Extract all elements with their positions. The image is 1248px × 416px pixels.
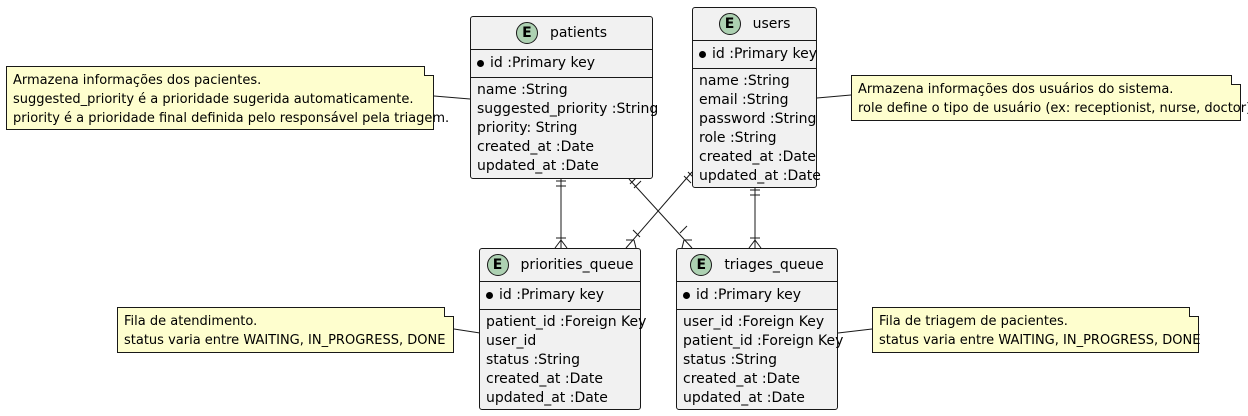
entity-name: triages_queue xyxy=(724,257,824,273)
edge-users-triages xyxy=(748,188,762,249)
entity-fields: user_id :Foreign Key patient_id :Foreign… xyxy=(677,310,844,411)
note-connector-users xyxy=(816,94,852,99)
primary-key-row: id :Primary key xyxy=(677,282,837,310)
field: name :String xyxy=(477,82,568,98)
entity-header: E patients xyxy=(471,17,652,50)
field: created_at :Date xyxy=(477,139,595,155)
note-fold-icon xyxy=(1189,307,1199,317)
entity-name: priorities_queue xyxy=(520,257,634,273)
entity-badge-icon: E xyxy=(515,22,538,44)
field: patient_id :Foreign Key xyxy=(486,314,647,330)
note-fold-icon xyxy=(444,307,454,317)
entity-badge-icon: E xyxy=(486,254,509,276)
note-line: role define o tipo de usuário (ex: recep… xyxy=(858,101,1248,116)
entity-fields: patient_id :Foreign Key user_id status :… xyxy=(480,310,647,411)
note-line: Armazena informações dos usuários do sis… xyxy=(858,82,1174,97)
field: status :String xyxy=(683,352,777,368)
entity-badge-icon: E xyxy=(718,13,741,35)
field: priority: String xyxy=(477,120,578,136)
field: created_at :Date xyxy=(683,371,801,387)
field: role :String xyxy=(699,130,777,146)
field: suggested_priority :String xyxy=(477,101,659,117)
note-line: Armazena informações dos pacientes. xyxy=(13,73,262,88)
note-connector-priorities xyxy=(453,328,481,334)
field: status :String xyxy=(486,352,580,368)
note-priorities-queue: Fila de atendimento. status varia entre … xyxy=(117,307,454,353)
note-fold-icon xyxy=(424,66,434,76)
field: email :String xyxy=(699,92,789,108)
field: name :String xyxy=(699,73,790,89)
entity-triages-queue[interactable]: E triages_queue id :Primary key user_id … xyxy=(676,248,844,411)
entity-name: users xyxy=(752,16,791,32)
note-patients: Armazena informações dos pacientes. sugg… xyxy=(6,66,450,130)
primary-key-text: id :Primary key xyxy=(712,46,817,62)
key-bullet-icon xyxy=(486,291,493,299)
field: created_at :Date xyxy=(699,149,817,165)
entity-users[interactable]: E users id :Primary key name :String ema… xyxy=(692,7,821,189)
key-bullet-icon xyxy=(699,50,706,58)
field: created_at :Date xyxy=(486,371,604,387)
note-line: priority é a prioridade final definida p… xyxy=(13,111,450,126)
entity-header: E triages_queue xyxy=(677,249,837,282)
field: updated_at :Date xyxy=(477,158,599,174)
field: password :String xyxy=(699,111,817,127)
entity-header: E priorities_queue xyxy=(480,249,640,282)
edge-patients-triages xyxy=(628,176,693,249)
edge-users-priorities xyxy=(625,171,696,249)
entity-patients[interactable]: E patients id :Primary key name :String … xyxy=(470,16,659,179)
field: patient_id :Foreign Key xyxy=(683,333,844,349)
entity-badge-icon: E xyxy=(690,254,713,276)
primary-key-text: id :Primary key xyxy=(499,287,604,303)
note-triages-queue: Fila de triagem de pacientes. status var… xyxy=(872,307,1201,353)
entity-priorities-queue[interactable]: E priorities_queue id :Primary key patie… xyxy=(479,248,647,411)
note-line: status varia entre WAITING, IN_PROGRESS,… xyxy=(879,333,1201,348)
field: updated_at :Date xyxy=(683,390,805,406)
field: user_id :Foreign Key xyxy=(683,314,825,330)
note-line: suggested_priority é a prioridade sugeri… xyxy=(13,92,414,107)
primary-key-row: id :Primary key xyxy=(480,282,640,310)
note-connector-patients xyxy=(433,95,471,100)
field: user_id xyxy=(486,333,537,349)
key-bullet-icon xyxy=(477,59,484,67)
note-users: Armazena informações dos usuários do sis… xyxy=(851,75,1248,121)
entity-header: E users xyxy=(693,8,816,41)
note-fold-icon xyxy=(1231,75,1241,85)
key-bullet-icon xyxy=(683,291,690,299)
edge-patients-priorities xyxy=(554,179,568,249)
note-line: status varia entre WAITING, IN_PROGRESS,… xyxy=(124,333,446,348)
note-line: Fila de triagem de pacientes. xyxy=(879,314,1068,329)
primary-key-text: id :Primary key xyxy=(490,55,595,71)
note-line: Fila de atendimento. xyxy=(124,314,258,329)
entity-fields: name :String suggested_priority :String … xyxy=(471,78,659,179)
primary-key-text: id :Primary key xyxy=(696,287,801,303)
note-connector-triages xyxy=(837,328,873,334)
entity-name: patients xyxy=(549,25,608,41)
field: updated_at :Date xyxy=(486,390,608,406)
field: updated_at :Date xyxy=(699,168,821,184)
primary-key-row: id :Primary key xyxy=(471,50,652,78)
primary-key-row: id :Primary key xyxy=(693,41,817,69)
entity-fields: name :String email :String password :Str… xyxy=(693,69,821,189)
